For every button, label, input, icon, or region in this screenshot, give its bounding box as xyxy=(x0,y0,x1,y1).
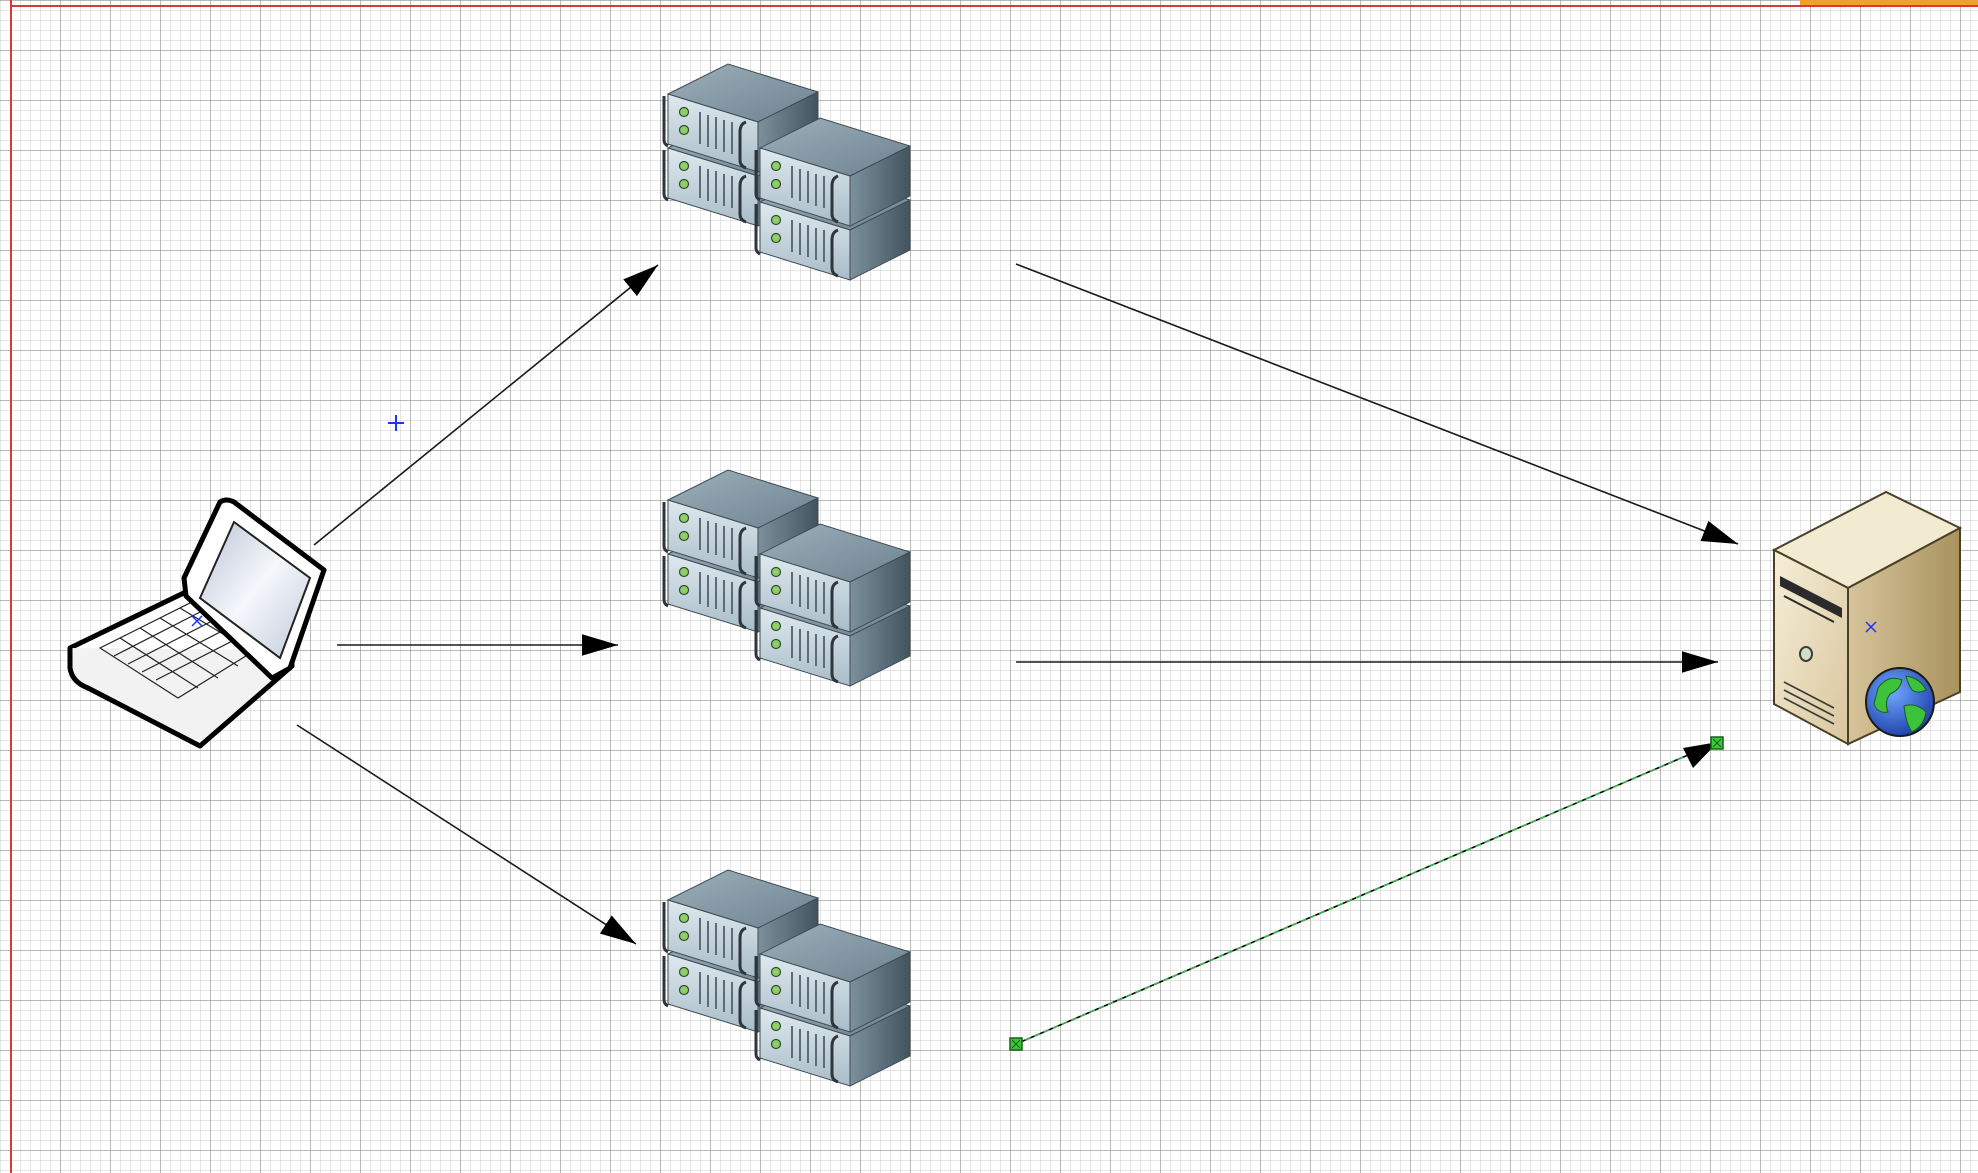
web-server-icon[interactable] xyxy=(1771,490,1963,746)
server-rack-bottom-icon[interactable] xyxy=(664,870,910,1086)
globe-icon xyxy=(1865,667,1935,737)
server-rack-top-icon[interactable] xyxy=(664,64,910,280)
connector-laptop-to-rack-bottom[interactable] xyxy=(296,724,637,945)
page-corner-tab xyxy=(1800,0,1978,5)
laptop-icon[interactable] xyxy=(67,497,327,749)
connector-laptop-to-rack-top[interactable] xyxy=(313,264,659,546)
page-border-top xyxy=(10,5,1978,7)
connector-rack-bottom-to-web-server[interactable] xyxy=(1009,736,1724,1051)
connector-start-handle[interactable] xyxy=(1009,1037,1023,1051)
connector-rack-top-to-web-server[interactable] xyxy=(1015,263,1739,545)
crosshair-icon xyxy=(388,415,404,431)
server-rack-middle-icon[interactable] xyxy=(664,470,910,686)
page-border xyxy=(10,0,12,1173)
web-server-anchor-icon xyxy=(1865,621,1877,633)
connector-end-handle[interactable] xyxy=(1710,736,1724,750)
selection-anchor-icon xyxy=(191,615,203,627)
